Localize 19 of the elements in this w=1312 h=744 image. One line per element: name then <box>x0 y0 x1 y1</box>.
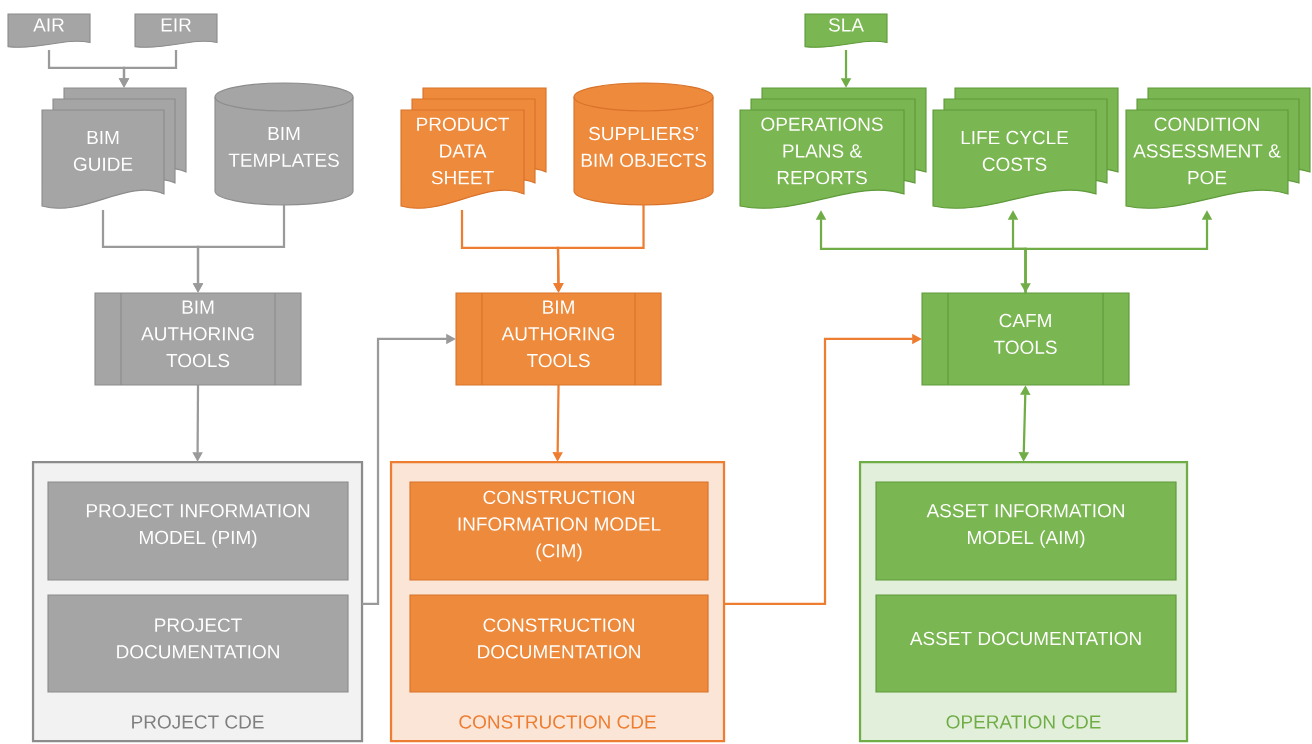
document-stack: CONDITION ASSESSMENT & POE <box>1125 87 1311 209</box>
document-stack: PRODUCT DATA SHEET <box>400 87 547 209</box>
document-box: AIR <box>7 13 91 48</box>
document-box: EIR <box>134 13 218 48</box>
model-box: ASSET INFORMATION MODEL (AIM) <box>875 481 1177 581</box>
database-cylinder: BIM TEMPLATES <box>214 82 354 206</box>
process-box: BIM AUTHORING TOOLS <box>94 292 302 386</box>
document-box: SLA <box>804 13 888 48</box>
database-cylinder: SUPPLIERS’ BIM OBJECTS <box>573 82 714 206</box>
model-box: PROJECT INFORMATION MODEL (PIM) <box>47 481 349 581</box>
document-stack: LIFE CYCLE COSTS <box>932 87 1119 209</box>
model-box: CONSTRUCTION DOCUMENTATION <box>409 594 709 693</box>
document-stack: OPERATIONS PLANS & REPORTS <box>739 87 927 209</box>
model-box: CONSTRUCTION INFORMATION MODEL (CIM) <box>409 481 709 581</box>
process-box: BIM AUTHORING TOOLS <box>455 292 662 386</box>
document-stack: BIM GUIDE <box>41 87 187 209</box>
model-box: ASSET DOCUMENTATION <box>875 594 1177 693</box>
process-box: CAFM TOOLS <box>921 292 1130 386</box>
model-box: PROJECT DOCUMENTATION <box>47 594 349 693</box>
